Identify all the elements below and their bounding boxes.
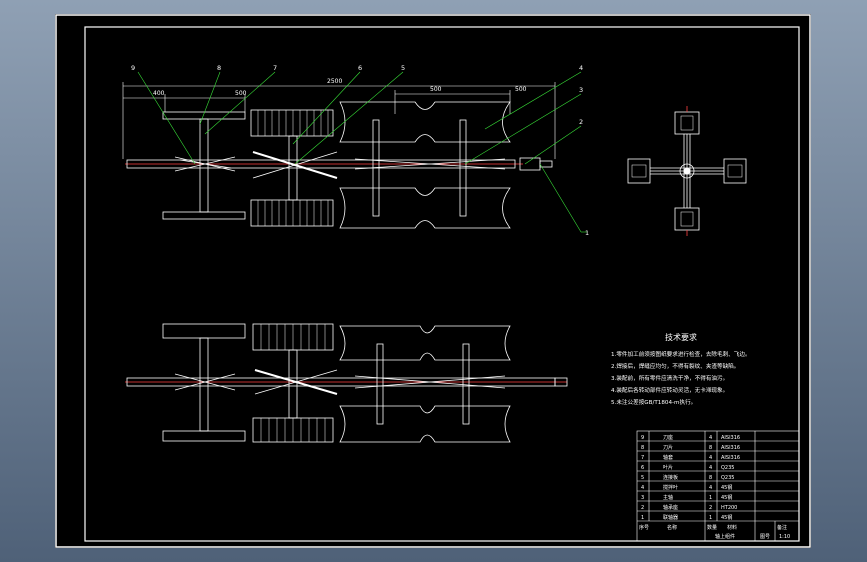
dim-overall: 2500 bbox=[327, 78, 342, 85]
note-line: 3.装配前，所有零件应清洗干净，不得有油污。 bbox=[611, 374, 728, 382]
bottom-view bbox=[125, 323, 568, 443]
bom-name: 主轴 bbox=[663, 494, 673, 501]
bom-material: 45钢 bbox=[721, 494, 732, 501]
note-line: 5.未注公差按GB/T1804-m执行。 bbox=[611, 398, 696, 406]
bom-qty: 8 bbox=[709, 475, 712, 481]
technical-notes: 技术要求 1.零件加工前须按图纸要求进行检查，去除毛刺、飞边。 2.焊接后，焊缝… bbox=[611, 332, 751, 406]
bom-no: 6 bbox=[641, 465, 644, 471]
bom-material: Q235 bbox=[721, 465, 734, 471]
balloon-1: 1 bbox=[585, 229, 589, 237]
bom-qty: 1 bbox=[709, 515, 712, 521]
bom-qty: 4 bbox=[709, 435, 712, 441]
leader-lines bbox=[137, 71, 587, 233]
drawing-sheet: 2500 400 500 500 500 9 8 7 6 5 4 3 2 1 bbox=[55, 14, 811, 548]
outer-frame bbox=[55, 14, 811, 548]
dim-seg2: 500 bbox=[235, 90, 247, 97]
bom-header-no: 序号 bbox=[639, 524, 649, 531]
bom-qty: 2 bbox=[709, 505, 712, 511]
bom-no: 1 bbox=[641, 515, 644, 521]
side-view bbox=[627, 106, 747, 236]
balloon-3: 3 bbox=[579, 86, 583, 94]
bom-no: 9 bbox=[641, 435, 644, 441]
bom-qty: 1 bbox=[709, 495, 712, 501]
bom-header-remark: 备注 bbox=[777, 524, 787, 531]
bom-no: 5 bbox=[641, 475, 644, 481]
bom-material: AISI316 bbox=[721, 445, 740, 451]
balloon-6: 6 bbox=[358, 64, 362, 72]
bom-no: 8 bbox=[641, 445, 644, 451]
balloons: 9 8 7 6 5 4 3 2 1 bbox=[131, 64, 589, 237]
title-block-name: 轴上组件 bbox=[715, 533, 735, 540]
bom-material: 45钢 bbox=[721, 484, 732, 491]
bom-qty: 4 bbox=[709, 485, 712, 491]
note-line: 1.零件加工前须按图纸要求进行检查，去除毛刺、飞边。 bbox=[611, 350, 751, 358]
bom-qty: 4 bbox=[709, 455, 712, 461]
dim-seg3: 500 bbox=[430, 86, 442, 93]
bom-name: 轴套 bbox=[663, 454, 673, 461]
bom-name: 连接板 bbox=[663, 474, 678, 481]
bom-name: 联轴器 bbox=[663, 514, 678, 521]
top-view bbox=[122, 82, 556, 229]
balloon-7: 7 bbox=[273, 64, 277, 72]
title-block-scale: 1:10 bbox=[779, 534, 790, 540]
bom-name: 刀片 bbox=[663, 444, 673, 451]
inner-frame bbox=[84, 26, 800, 542]
title-block-sheet-label: 图号 bbox=[760, 534, 770, 540]
bom-material: Q235 bbox=[721, 475, 734, 481]
cad-drawing: 2500 400 500 500 500 9 8 7 6 5 4 3 2 1 bbox=[55, 14, 811, 548]
bom-name: 刀座 bbox=[663, 434, 673, 441]
dimension-labels: 2500 400 500 500 500 bbox=[153, 78, 527, 97]
bom-material: HT200 bbox=[721, 505, 737, 511]
bom-qty: 8 bbox=[709, 445, 712, 451]
bom-name: 叶片 bbox=[663, 464, 673, 471]
note-line: 4.装配后各转动部件应转动灵活，无卡滞现象。 bbox=[611, 386, 728, 394]
dim-seg1: 400 bbox=[153, 90, 165, 97]
bom-header-name: 名称 bbox=[667, 524, 677, 531]
bill-of-materials bbox=[636, 430, 800, 542]
bom-material: 45钢 bbox=[721, 514, 732, 521]
bom-no: 7 bbox=[641, 455, 644, 461]
bom-header-material: 材料 bbox=[727, 524, 737, 531]
bom-header-qty: 数量 bbox=[707, 524, 717, 531]
balloon-2: 2 bbox=[579, 118, 583, 126]
bom-material: AISI316 bbox=[721, 435, 740, 441]
dim-seg4: 500 bbox=[515, 86, 527, 93]
bom-name: 轴承座 bbox=[663, 504, 678, 511]
bom-no: 4 bbox=[641, 485, 644, 491]
bom-material: AISI316 bbox=[721, 455, 740, 461]
balloon-4: 4 bbox=[579, 64, 583, 72]
note-line: 2.焊接后，焊缝应均匀，不得有裂纹、夹渣等缺陷。 bbox=[611, 362, 739, 370]
bom-no: 2 bbox=[641, 505, 644, 511]
balloon-5: 5 bbox=[401, 64, 405, 72]
balloon-9: 9 bbox=[131, 64, 135, 72]
notes-title: 技术要求 bbox=[665, 332, 697, 342]
bom-name: 搅拌叶 bbox=[663, 484, 678, 491]
bom-qty: 4 bbox=[709, 465, 712, 471]
balloon-8: 8 bbox=[217, 64, 221, 72]
bom-no: 3 bbox=[641, 495, 644, 501]
bom-text: 序号 名称 数量 材料 备注 9 刀座 4 AISI316 8 刀片 8 AIS… bbox=[639, 434, 790, 540]
